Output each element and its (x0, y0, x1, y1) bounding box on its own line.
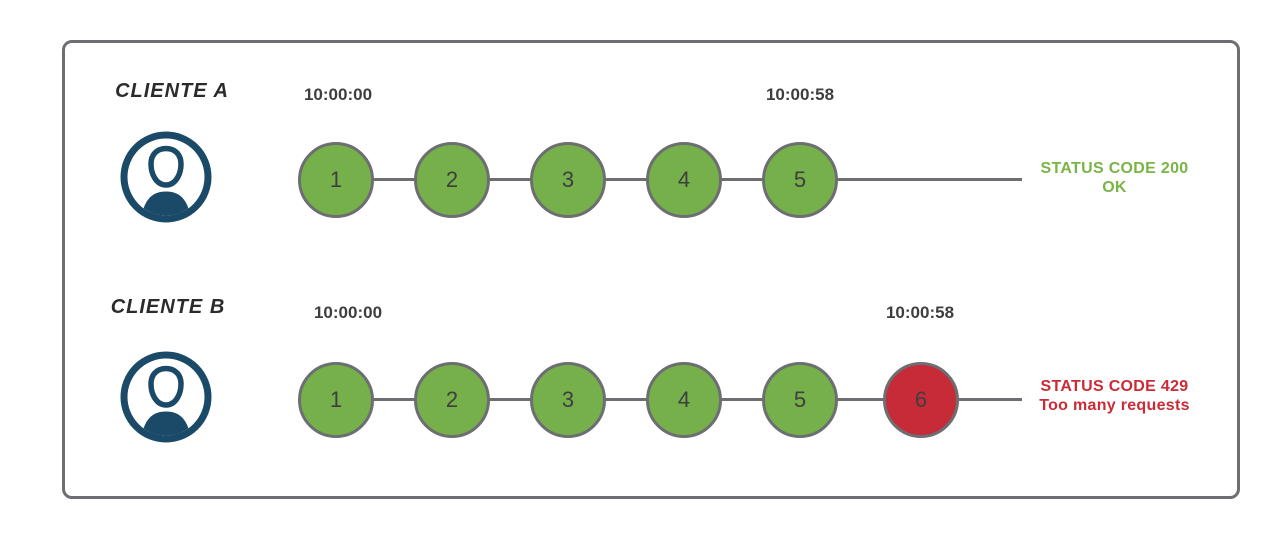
request-step-number: 1 (329, 167, 343, 192)
request-step: 1 (298, 362, 374, 438)
request-step: 4 (646, 142, 722, 218)
status-code-text: STATUS CODE 200 (1040, 160, 1189, 177)
user-avatar-icon (120, 131, 212, 223)
status-message-text: OK (1102, 179, 1127, 196)
end-timestamp: 10:00:58 (765, 85, 835, 104)
start-timestamp: 10:00:00 (303, 85, 373, 104)
request-step: 2 (414, 362, 490, 438)
request-step-number: 2 (445, 387, 459, 412)
request-step: 5 (762, 362, 838, 438)
request-step: 3 (530, 142, 606, 218)
status-message-text: Too many requests (1039, 397, 1190, 414)
request-step-number: 2 (445, 167, 459, 192)
status-code-text: STATUS CODE 429 (1040, 378, 1189, 395)
request-step-number: 5 (793, 167, 807, 192)
request-step-number: 5 (793, 387, 807, 412)
client-b-label: CLIENTE B (110, 296, 226, 318)
request-step-number: 6 (914, 387, 928, 412)
request-step: 1 (298, 142, 374, 218)
request-step: 3 (530, 362, 606, 438)
end-timestamp: 10:00:58 (885, 303, 955, 322)
status-result-b: STATUS CODE 429 Too many requests (1022, 377, 1207, 415)
request-step-number: 3 (561, 387, 575, 412)
user-avatar-icon (120, 351, 212, 443)
request-step-number: 4 (677, 167, 691, 192)
request-step: 4 (646, 362, 722, 438)
diagram-frame (62, 40, 1240, 499)
status-result-a: STATUS CODE 200 OK (1022, 159, 1207, 197)
request-step-number: 4 (677, 387, 691, 412)
request-step-number: 3 (561, 167, 575, 192)
request-step-rejected: 6 (883, 362, 959, 438)
start-timestamp: 10:00:00 (313, 303, 383, 322)
request-step: 5 (762, 142, 838, 218)
request-step: 2 (414, 142, 490, 218)
client-a-label: CLIENTE A (115, 80, 229, 102)
request-step-number: 1 (329, 387, 343, 412)
